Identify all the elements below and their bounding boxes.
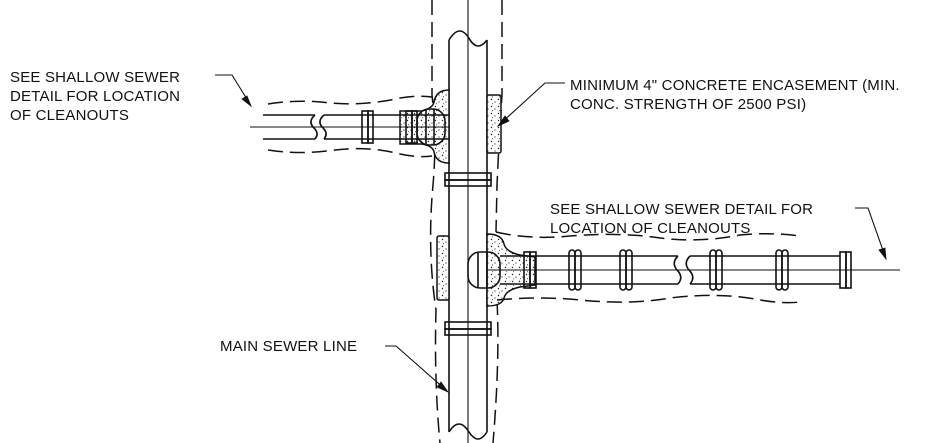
label-encasement: MINIMUM 4" CONCRETE ENCASEMENT (MIN. CON… [570, 76, 900, 114]
label-line: DETAIL FOR LOCATION [10, 88, 181, 105]
right-lateral-pipe [467, 249, 900, 291]
main-sewer-pipe [448, 0, 488, 443]
label-line: SEE SHALLOW SEWER DETAIL FOR [550, 201, 814, 218]
label-line: OF CLEANOUTS [10, 107, 130, 124]
label-cleanout-left: SEE SHALLOW SEWER DETAIL FOR LOCATION OF… [10, 68, 180, 125]
right-trench-outline [495, 231, 801, 304]
label-main-sewer-line: MAIN SEWER LINE [220, 337, 357, 356]
left-trench-outline [267, 95, 433, 158]
label-line: LOCATION OF CLEANOUTS [550, 220, 751, 237]
leader-cleanout-right [855, 207, 887, 261]
label-line: SEE SHALLOW SEWER [10, 69, 181, 86]
main-trench-outline [429, 0, 503, 443]
main-pipe-bell-joints [444, 172, 492, 336]
leader-main-line [385, 345, 450, 393]
leader-encasement [496, 82, 565, 127]
left-lateral-pipe [250, 108, 449, 146]
label-cleanout-right: SEE SHALLOW SEWER DETAIL FOR LOCATION OF… [550, 200, 813, 238]
label-line: MAIN SEWER LINE [220, 338, 358, 355]
label-line: MINIMUM 4" CONCRETE ENCASEMENT (MIN. [570, 77, 900, 94]
label-line: CONC. STRENGTH OF 2500 PSI) [570, 96, 807, 113]
leader-cleanout-left [215, 74, 252, 108]
